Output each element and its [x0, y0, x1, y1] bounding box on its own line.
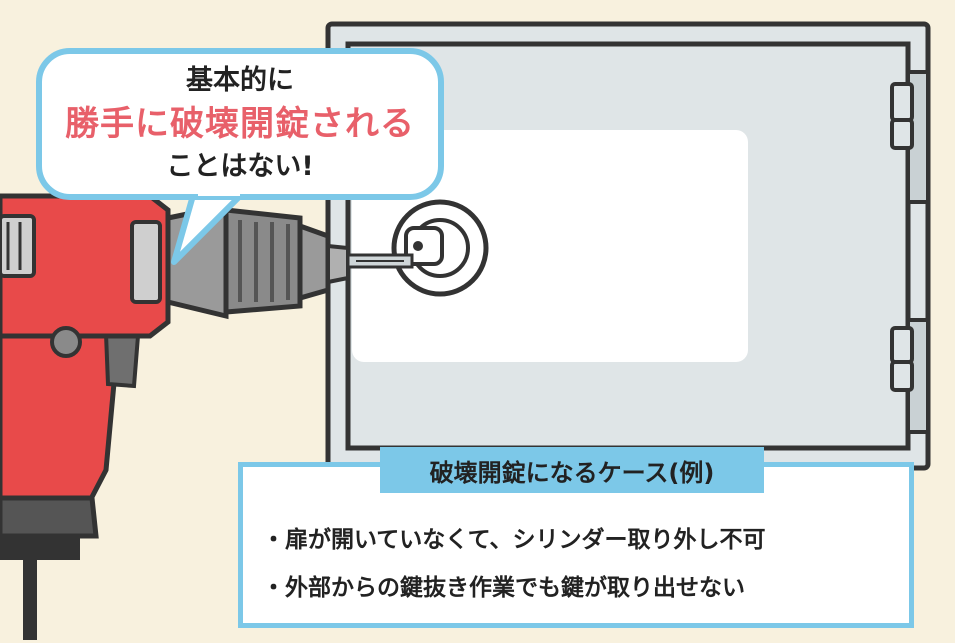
list-item: 外部からの鍵抜き作業でも鍵が取り出せない	[262, 564, 765, 612]
power-drill-icon	[0, 193, 414, 640]
case-info-title: 破壊開錠になるケース(例)	[380, 447, 764, 493]
case-list: 扉が開いていなくて、シリンダー取り外し不可 外部からの鍵抜き作業でも鍵が取り出せ…	[262, 516, 765, 612]
speech-bubble: 基本的に 勝手に破壊開錠される ことはない!	[36, 48, 444, 200]
bubble-line-1: 基本的に	[186, 65, 294, 96]
bubble-highlight-line: 勝手に破壊開錠される	[65, 104, 415, 144]
key-cylinder-icon	[391, 199, 489, 297]
safe-icon	[325, 21, 931, 471]
list-item: 扉が開いていなくて、シリンダー取り外し不可	[262, 516, 765, 564]
bubble-line-3: ことはない!	[166, 151, 314, 182]
